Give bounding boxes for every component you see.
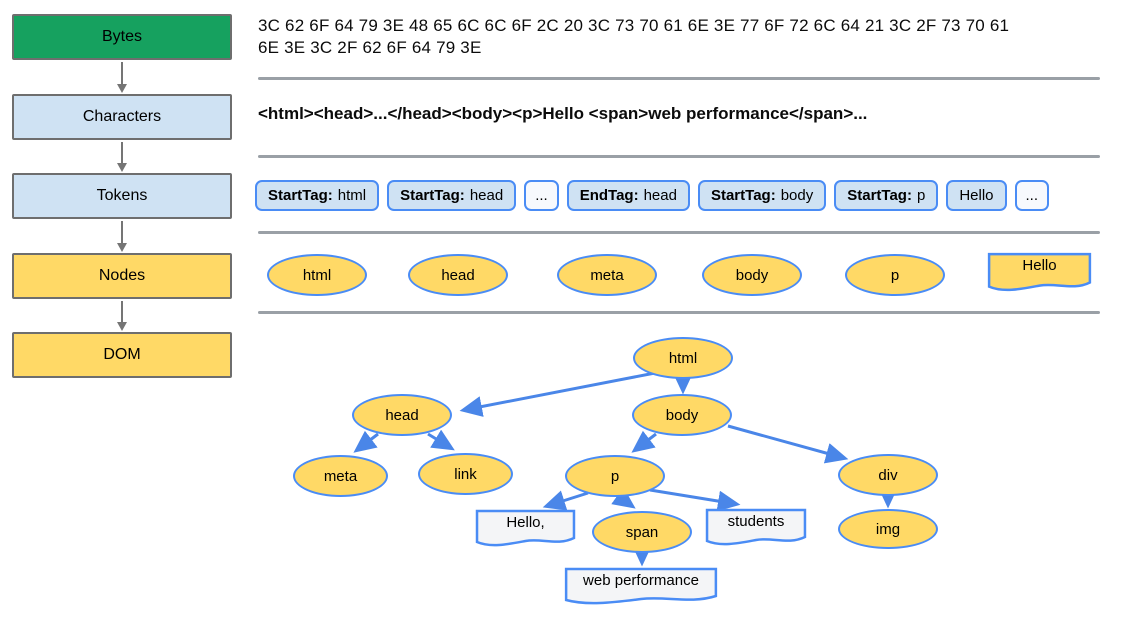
section-divider <box>258 77 1100 80</box>
token-value: ... <box>535 187 548 204</box>
token-value: Hello <box>959 187 994 204</box>
token-value: head <box>469 187 504 204</box>
tokens-row: StartTag: html StartTag: head ... EndTag… <box>255 180 1050 211</box>
stage-bytes-label: Bytes <box>101 28 142 45</box>
token-value: p <box>916 187 926 204</box>
dom-text-node-web-performance: web performance <box>563 567 719 607</box>
bytes-hex-line-2: 6E 3E 3C 2F 62 6F 64 79 3E <box>258 38 482 57</box>
document-shape <box>475 509 576 549</box>
token-ellipsis: ... <box>524 180 559 211</box>
edge-p-students <box>649 488 741 512</box>
dom-text-node-students-label: students <box>727 513 785 530</box>
dom-node-meta: meta <box>293 455 388 497</box>
dom-node-body: body <box>632 394 732 436</box>
node-head: head <box>408 254 508 296</box>
characters-markup-text: <html><head>...</head><body><p>Hello <sp… <box>258 104 868 123</box>
token-type-label: EndTag: <box>579 187 639 204</box>
document-shape <box>705 508 807 548</box>
stage-nodes: Nodes <box>12 253 232 299</box>
dom-node-img: img <box>838 509 938 549</box>
stage-characters: Characters <box>12 94 232 140</box>
section-divider <box>258 311 1100 314</box>
edge-p-span <box>611 486 636 509</box>
dom-text-node-web-performance-label: web performance <box>583 572 699 589</box>
dom-text-node-students: students <box>705 508 807 548</box>
dom-node-head: head <box>352 394 452 436</box>
dom-node-p: p <box>565 455 665 497</box>
token-starttag-head: StartTag: head <box>387 180 517 211</box>
dom-node-span: span <box>592 511 692 553</box>
token-value: html <box>337 187 367 204</box>
dom-node-div: div <box>838 454 938 496</box>
flow-arrow-nodes-to-dom <box>117 301 127 331</box>
stage-dom-label: DOM <box>103 346 141 363</box>
edge-body-p <box>631 430 657 453</box>
dom-text-node-hello: Hello, <box>475 509 576 549</box>
section-divider <box>258 155 1100 158</box>
stage-characters-label: Characters <box>82 108 162 125</box>
stage-tokens: Tokens <box>12 173 232 219</box>
node-p: p <box>845 254 945 296</box>
stage-nodes-label: Nodes <box>98 267 146 284</box>
token-starttag-body: StartTag: body <box>697 180 827 211</box>
token-type-label: StartTag: <box>847 187 912 204</box>
dom-node-link: link <box>418 453 513 495</box>
document-shape <box>987 252 1092 294</box>
token-starttag-p: StartTag: p <box>834 180 939 211</box>
token-endtag-head: EndTag: head <box>566 180 690 211</box>
node-text-hello-label: Hello <box>1022 257 1057 274</box>
dom-node-html: html <box>633 337 733 379</box>
section-divider <box>258 231 1100 234</box>
edge-html-head <box>459 371 656 417</box>
edge-head-link <box>427 429 455 451</box>
dom-text-node-hello-label: Hello, <box>506 514 545 531</box>
token-ellipsis: ... <box>1014 180 1050 211</box>
stage-tokens-label: Tokens <box>96 187 148 204</box>
bytes-hex-text: 3C 62 6F 64 79 3E 48 65 6C 6C 6F 2C 20 3… <box>258 15 1078 59</box>
token-value: head <box>643 187 677 204</box>
document-shape <box>563 567 719 607</box>
token-value: body <box>780 187 814 204</box>
edge-body-div <box>727 424 849 464</box>
flow-arrow-tokens-to-nodes <box>117 221 127 252</box>
token-value: ... <box>1025 187 1039 204</box>
node-html: html <box>267 254 367 296</box>
stage-bytes: Bytes <box>12 14 232 60</box>
token-type-label: StartTag: <box>400 187 465 204</box>
edge-head-meta <box>353 430 379 453</box>
token-text-hello: Hello <box>946 180 1007 211</box>
node-meta: meta <box>557 254 657 296</box>
token-starttag-html: StartTag: html <box>255 180 380 211</box>
node-body: body <box>702 254 802 296</box>
edge-p-hello <box>542 490 589 511</box>
flow-arrow-bytes-to-characters <box>117 62 127 93</box>
token-type-label: StartTag: <box>710 187 776 204</box>
token-type-label: StartTag: <box>268 187 333 204</box>
stage-dom: DOM <box>12 332 232 378</box>
node-text-hello: Hello <box>987 252 1092 294</box>
bytes-hex-line-1: 3C 62 6F 64 79 3E 48 65 6C 6C 6F 2C 20 3… <box>258 16 1010 35</box>
flow-arrow-characters-to-tokens <box>117 142 127 172</box>
